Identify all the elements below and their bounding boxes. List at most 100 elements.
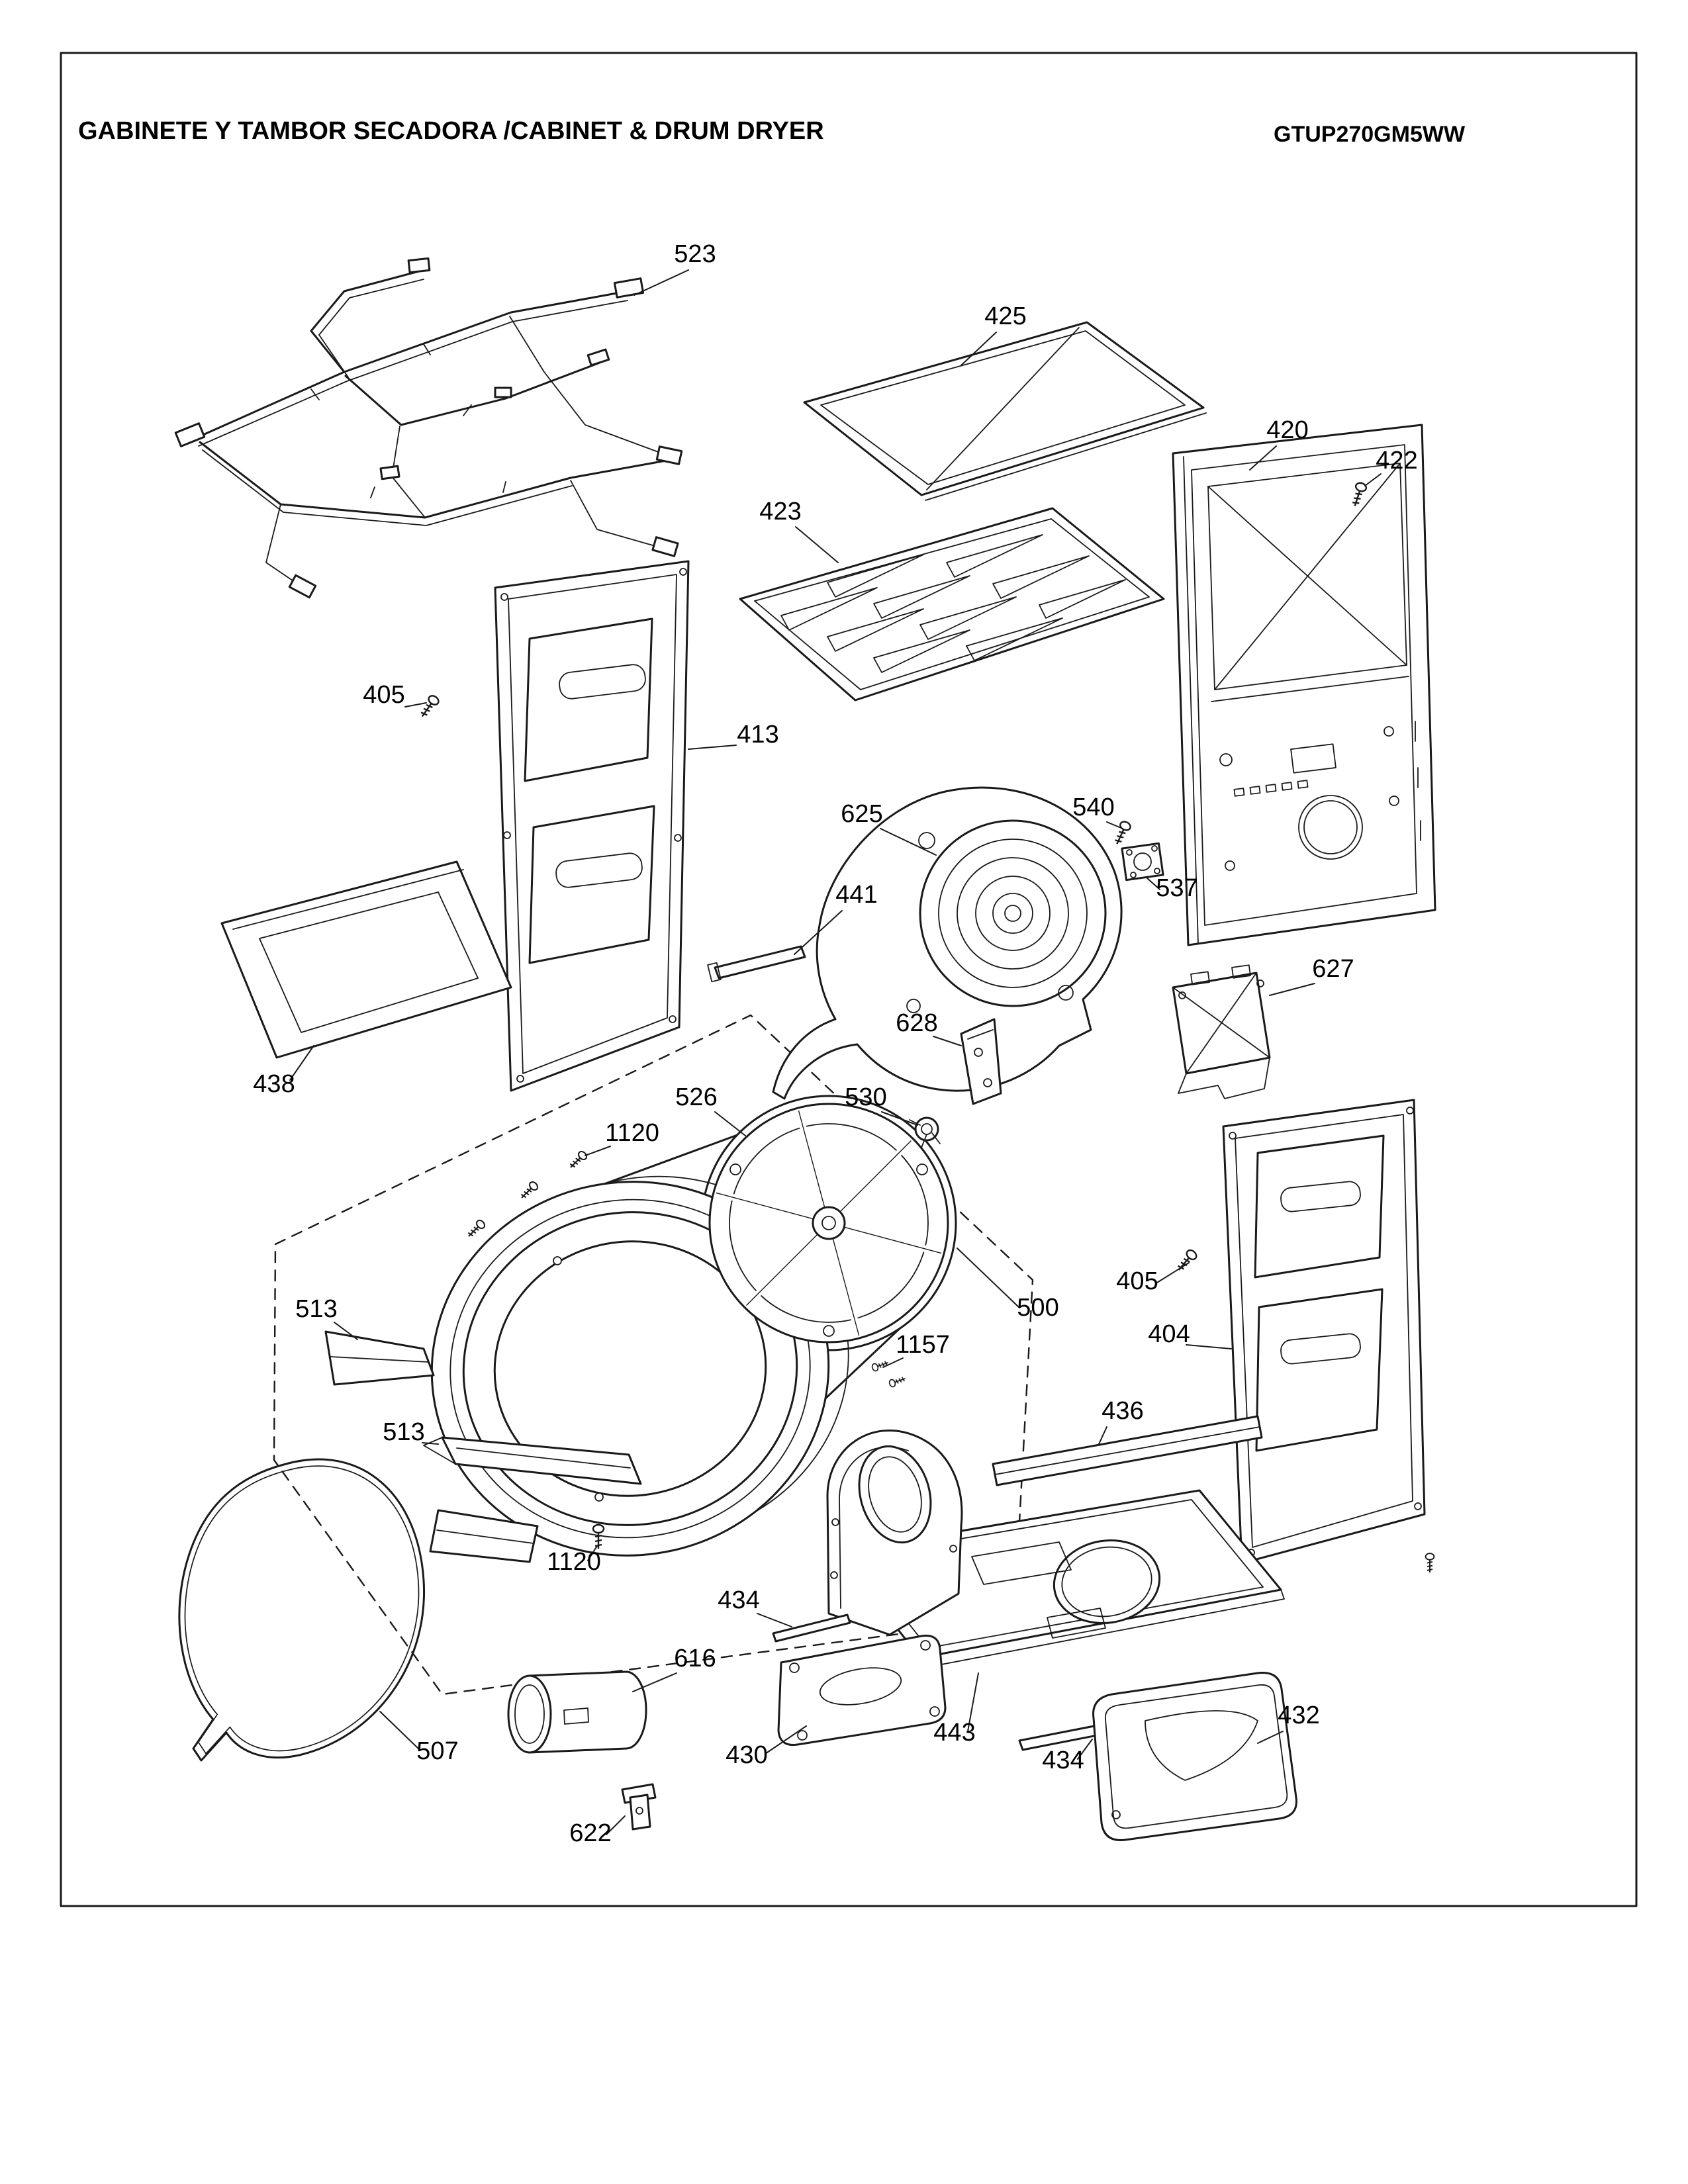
side-panel-413 — [494, 560, 690, 1092]
leader-line — [957, 1248, 1020, 1308]
callout-420: 420 — [1266, 416, 1308, 444]
idler-plate-537 — [1121, 842, 1164, 882]
leader-line — [289, 1045, 314, 1081]
callout-436: 436 — [1102, 1397, 1143, 1425]
callout-443: 443 — [933, 1719, 975, 1747]
drum-rear-grille-526 — [708, 1103, 949, 1343]
callout-1157: 1157 — [896, 1331, 950, 1359]
callout-404: 404 — [1148, 1320, 1190, 1348]
callout-422: 422 — [1376, 447, 1417, 475]
leader-line — [765, 1725, 807, 1754]
access-panel-430 — [777, 1634, 947, 1747]
dashed-boundary — [273, 1014, 1034, 1696]
support-441 — [707, 945, 806, 983]
callout-425: 425 — [984, 302, 1026, 330]
duct-616 — [507, 1670, 647, 1754]
callout-625: 625 — [841, 800, 882, 828]
callout-432: 432 — [1278, 1702, 1319, 1729]
door-gasket-438 — [220, 860, 512, 1059]
leader-line — [967, 1672, 979, 1732]
leader-line — [404, 702, 427, 707]
leader-line — [961, 332, 997, 366]
front-panel-404 — [1222, 1099, 1426, 1565]
callout-438: 438 — [253, 1070, 295, 1098]
baffle-513-b — [423, 1436, 642, 1485]
leader-line — [714, 1111, 746, 1136]
bracket-628 — [960, 1018, 1002, 1105]
callout-622: 622 — [569, 1819, 611, 1847]
callout-405-left: 405 — [363, 681, 404, 709]
callout-labels: 523 425 420 422 423 405 413 625 540 537 … — [253, 240, 1417, 1847]
leader-line — [1364, 473, 1382, 486]
callout-616: 616 — [674, 1645, 716, 1672]
leader-line — [606, 1815, 626, 1835]
leader-line — [881, 1111, 918, 1126]
leader-line — [1106, 821, 1123, 829]
callout-1120-lower: 1120 — [547, 1548, 601, 1576]
callout-413: 413 — [737, 721, 778, 749]
callout-441: 441 — [835, 881, 877, 909]
leader-line — [757, 1613, 792, 1627]
callout-530: 530 — [845, 1083, 886, 1111]
leader-lines — [289, 269, 1382, 1835]
leader-line — [587, 1545, 598, 1561]
leader-line — [379, 1711, 420, 1751]
baffle-513-a — [324, 1330, 435, 1386]
front-bulkhead-625 — [772, 786, 1123, 1100]
drum-seal-507 — [178, 1458, 426, 1762]
callout-526: 526 — [675, 1083, 717, 1111]
baffle-513-c — [429, 1509, 539, 1563]
screw-405-left — [417, 693, 442, 721]
leader-line — [334, 1322, 358, 1340]
bracket-627 — [1172, 964, 1271, 1099]
leader-line — [794, 910, 843, 955]
callout-1120-upper: 1120 — [605, 1119, 659, 1147]
callout-628: 628 — [896, 1009, 937, 1037]
wire-harness-523 — [174, 257, 683, 599]
leader-line — [422, 1442, 439, 1445]
leader-line — [1098, 1426, 1107, 1445]
leader-line — [1146, 877, 1160, 890]
leader-line — [1269, 983, 1315, 996]
screw-404-bottom — [1425, 1553, 1435, 1573]
model-number: GTUP270GM5WW — [1274, 122, 1466, 147]
diagram-title: GABINETE Y TAMBOR SECADORA /CABINET & DR… — [78, 117, 824, 145]
callout-627: 627 — [1312, 955, 1354, 983]
callout-500: 500 — [1017, 1294, 1058, 1322]
callout-423: 423 — [759, 498, 801, 525]
leader-line — [1077, 1739, 1093, 1760]
callout-540: 540 — [1072, 794, 1114, 821]
callout-513-lower: 513 — [383, 1418, 424, 1446]
screw-540 — [1111, 819, 1133, 847]
leader-line — [882, 1357, 904, 1368]
page-border — [60, 52, 1638, 1907]
screws-1157 — [870, 1358, 908, 1388]
callout-523: 523 — [674, 240, 716, 268]
clip-622 — [621, 1783, 657, 1831]
rail-434-left — [772, 1614, 851, 1643]
callout-430: 430 — [726, 1741, 767, 1769]
leader-line — [1249, 445, 1277, 471]
leader-line — [1186, 1344, 1232, 1349]
leader-line — [1257, 1731, 1284, 1744]
bearing-530 — [909, 1116, 941, 1148]
bulkhead-423 — [739, 507, 1165, 702]
leader-line — [880, 828, 937, 856]
top-panel-425 — [803, 321, 1207, 501]
callout-507: 507 — [416, 1737, 458, 1765]
leader-line — [688, 745, 737, 750]
leader-line — [795, 526, 839, 563]
callout-537: 537 — [1156, 874, 1197, 902]
trim-strip-436 — [992, 1415, 1263, 1486]
callout-513-upper: 513 — [295, 1295, 337, 1323]
leader-line — [633, 269, 689, 296]
callout-434-left: 434 — [718, 1586, 759, 1614]
leader-line — [1156, 1262, 1190, 1283]
base-assembly-443 — [826, 1429, 1285, 1668]
leader-line — [585, 1146, 611, 1156]
leader-line — [933, 1036, 962, 1046]
panel-432 — [1092, 1672, 1297, 1841]
rear-panel-420 — [1172, 424, 1436, 946]
